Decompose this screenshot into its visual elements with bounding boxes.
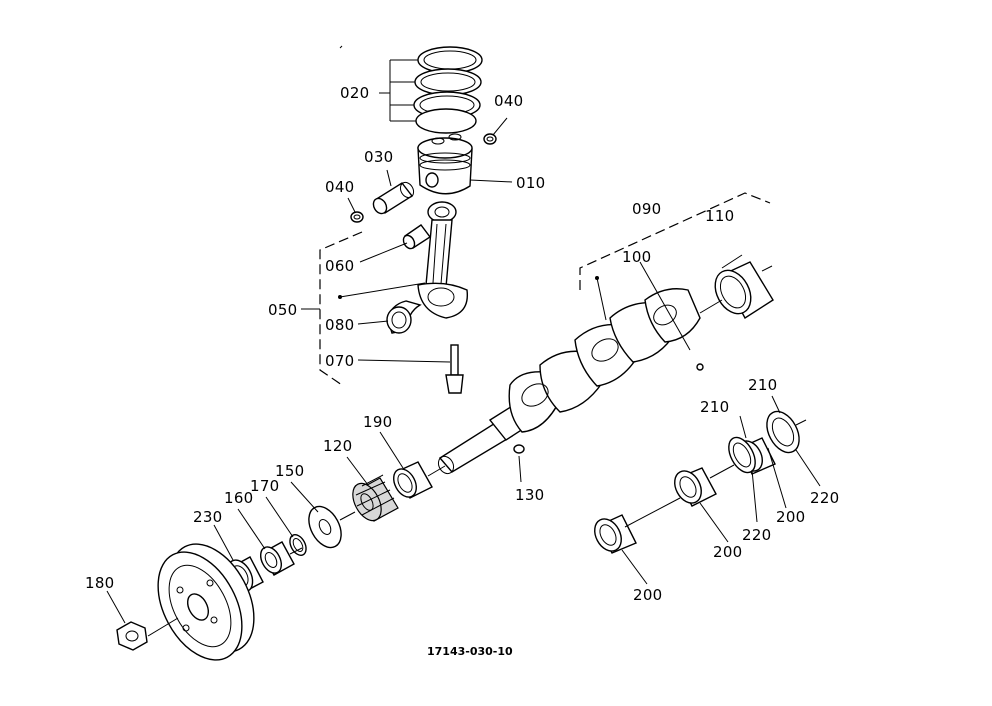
bushing-110 bbox=[714, 261, 774, 319]
callout-020: 020 bbox=[340, 84, 370, 102]
callout-010: 010 bbox=[516, 174, 546, 192]
callout-170: 170 bbox=[250, 477, 280, 495]
bushing-190 bbox=[393, 461, 433, 499]
callout-210-b: 210 bbox=[748, 376, 778, 394]
piston-pin bbox=[372, 181, 415, 215]
washer-150 bbox=[308, 505, 342, 549]
crank-nut bbox=[116, 621, 148, 651]
circlip-left bbox=[350, 211, 364, 223]
collar-160 bbox=[259, 541, 295, 576]
callout-030: 030 bbox=[364, 148, 394, 166]
callout-080: 080 bbox=[325, 316, 355, 334]
o-ring-170 bbox=[289, 534, 307, 556]
bracket-090 bbox=[579, 192, 771, 290]
small-end-bushing bbox=[402, 224, 432, 250]
piston-rings bbox=[413, 46, 483, 134]
callout-050: 050 bbox=[268, 301, 298, 319]
callout-190: 190 bbox=[363, 413, 393, 431]
callout-070: 070 bbox=[325, 352, 355, 370]
crank-gear bbox=[352, 474, 399, 522]
connecting-rod bbox=[417, 201, 469, 319]
callout-220-b: 220 bbox=[810, 489, 840, 507]
rod-bolt bbox=[445, 344, 464, 394]
callout-110: 110 bbox=[705, 207, 735, 225]
callout-040-left: 040 bbox=[325, 178, 355, 196]
figure-caption: 17143-030-10 bbox=[427, 645, 513, 658]
callout-060: 060 bbox=[325, 257, 355, 275]
callout-210-a: 210 bbox=[700, 398, 730, 416]
print-mark bbox=[339, 45, 343, 49]
callout-130: 130 bbox=[515, 486, 545, 504]
leader-lines bbox=[106, 59, 821, 624]
callout-160: 160 bbox=[224, 489, 254, 507]
callout-150: 150 bbox=[275, 462, 305, 480]
callout-180: 180 bbox=[85, 574, 115, 592]
callout-120: 120 bbox=[323, 437, 353, 455]
callout-200-c: 200 bbox=[776, 508, 806, 526]
bearing-200-b bbox=[674, 467, 717, 507]
callout-230: 230 bbox=[193, 508, 223, 526]
circlip-right bbox=[483, 133, 497, 145]
bearing-200-a bbox=[594, 514, 637, 554]
callout-220-a: 220 bbox=[742, 526, 772, 544]
callout-200-a: 200 bbox=[633, 586, 663, 604]
callout-100: 100 bbox=[622, 248, 652, 266]
callout-040-right: 040 bbox=[494, 92, 524, 110]
callout-200-b: 200 bbox=[713, 543, 743, 561]
piston bbox=[417, 133, 473, 195]
bracket-050 bbox=[319, 231, 363, 386]
crankshaft bbox=[437, 288, 704, 475]
callout-labels: 020 040 030 040 010 060 050 080 070 090 … bbox=[85, 84, 840, 604]
callout-090: 090 bbox=[632, 200, 662, 218]
thrust-washer-210 bbox=[728, 410, 800, 474]
crank-pulley bbox=[157, 543, 255, 661]
key bbox=[513, 444, 525, 454]
rod-bearing bbox=[386, 300, 422, 334]
